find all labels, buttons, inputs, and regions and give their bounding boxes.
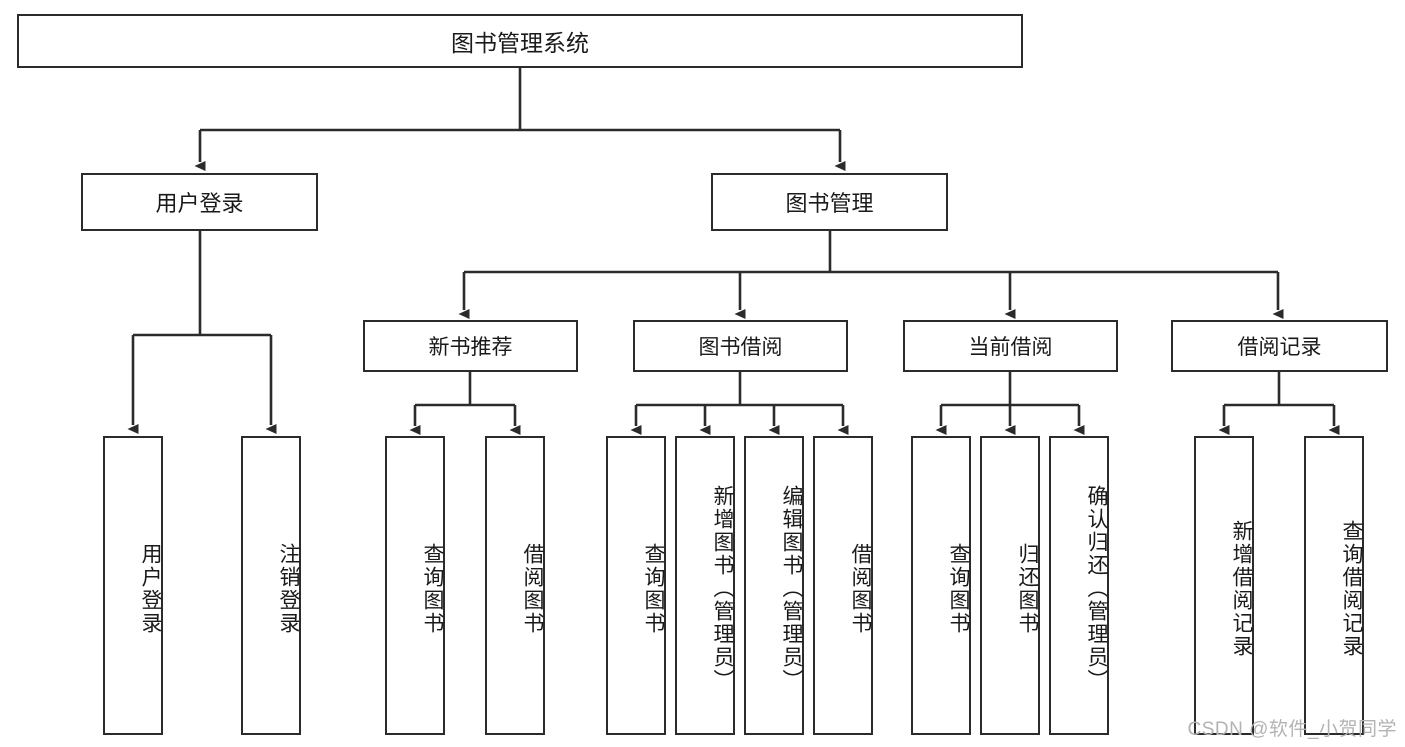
node-label: 当前借阅	[968, 336, 1053, 359]
node-current-borrow[interactable]: 当前借阅	[903, 320, 1118, 372]
node-root-system[interactable]: 图书管理系统	[17, 14, 1023, 68]
node-book-borrow[interactable]: 图书借阅	[633, 320, 848, 372]
node-borrow-record[interactable]: 借阅记录	[1171, 320, 1388, 372]
node-label: 注销登录	[277, 542, 300, 635]
leaf-confirm-return-admin[interactable]: 确认归还（管理员）	[1049, 436, 1109, 735]
leaf-query-borrow-record[interactable]: 查询借阅记录	[1304, 436, 1364, 735]
leaf-borrow-book-newbook[interactable]: 借阅图书	[485, 436, 545, 735]
leaf-add-book-admin[interactable]: 新增图书（管理员）	[675, 436, 735, 735]
node-new-book-recommend[interactable]: 新书推荐	[363, 320, 578, 372]
csdn-watermark: CSDN @软件_小贺同学	[1187, 719, 1397, 740]
node-label: 新增借阅记录	[1230, 519, 1253, 658]
node-label: 图书管理系统	[451, 30, 589, 56]
leaf-query-book-newbook[interactable]: 查询图书	[385, 436, 445, 735]
node-label: 图书借阅	[698, 336, 783, 359]
node-label: 图书管理	[785, 191, 874, 216]
node-label: 用户登录	[155, 191, 244, 216]
leaf-query-book-current[interactable]: 查询图书	[911, 436, 971, 735]
node-label: 查询图书	[642, 542, 665, 635]
node-label: 用户登录	[139, 542, 162, 635]
node-label: 查询图书	[947, 542, 970, 635]
leaf-add-borrow-record[interactable]: 新增借阅记录	[1194, 436, 1254, 735]
node-label: 归还图书	[1016, 542, 1039, 635]
leaf-return-book[interactable]: 归还图书	[980, 436, 1040, 735]
leaf-user-login[interactable]: 用户登录	[103, 436, 163, 735]
leaf-borrow-book[interactable]: 借阅图书	[813, 436, 873, 735]
node-label: 借阅图书	[521, 542, 544, 635]
node-label: 查询借阅记录	[1340, 519, 1363, 658]
leaf-query-book-borrow[interactable]: 查询图书	[606, 436, 666, 735]
node-label: 借阅图书	[849, 542, 872, 635]
leaf-edit-book-admin[interactable]: 编辑图书（管理员）	[744, 436, 804, 735]
node-book-management[interactable]: 图书管理	[711, 173, 948, 231]
node-label: 查询图书	[421, 542, 444, 635]
node-label: 新增图书（管理员）	[711, 485, 734, 692]
node-label: 新书推荐	[428, 336, 513, 359]
leaf-user-logout[interactable]: 注销登录	[241, 436, 301, 735]
node-label: 借阅记录	[1237, 336, 1322, 359]
node-label: 确认归还（管理员）	[1085, 485, 1108, 692]
node-label: 编辑图书（管理员）	[780, 485, 803, 692]
node-user-login[interactable]: 用户登录	[81, 173, 318, 231]
